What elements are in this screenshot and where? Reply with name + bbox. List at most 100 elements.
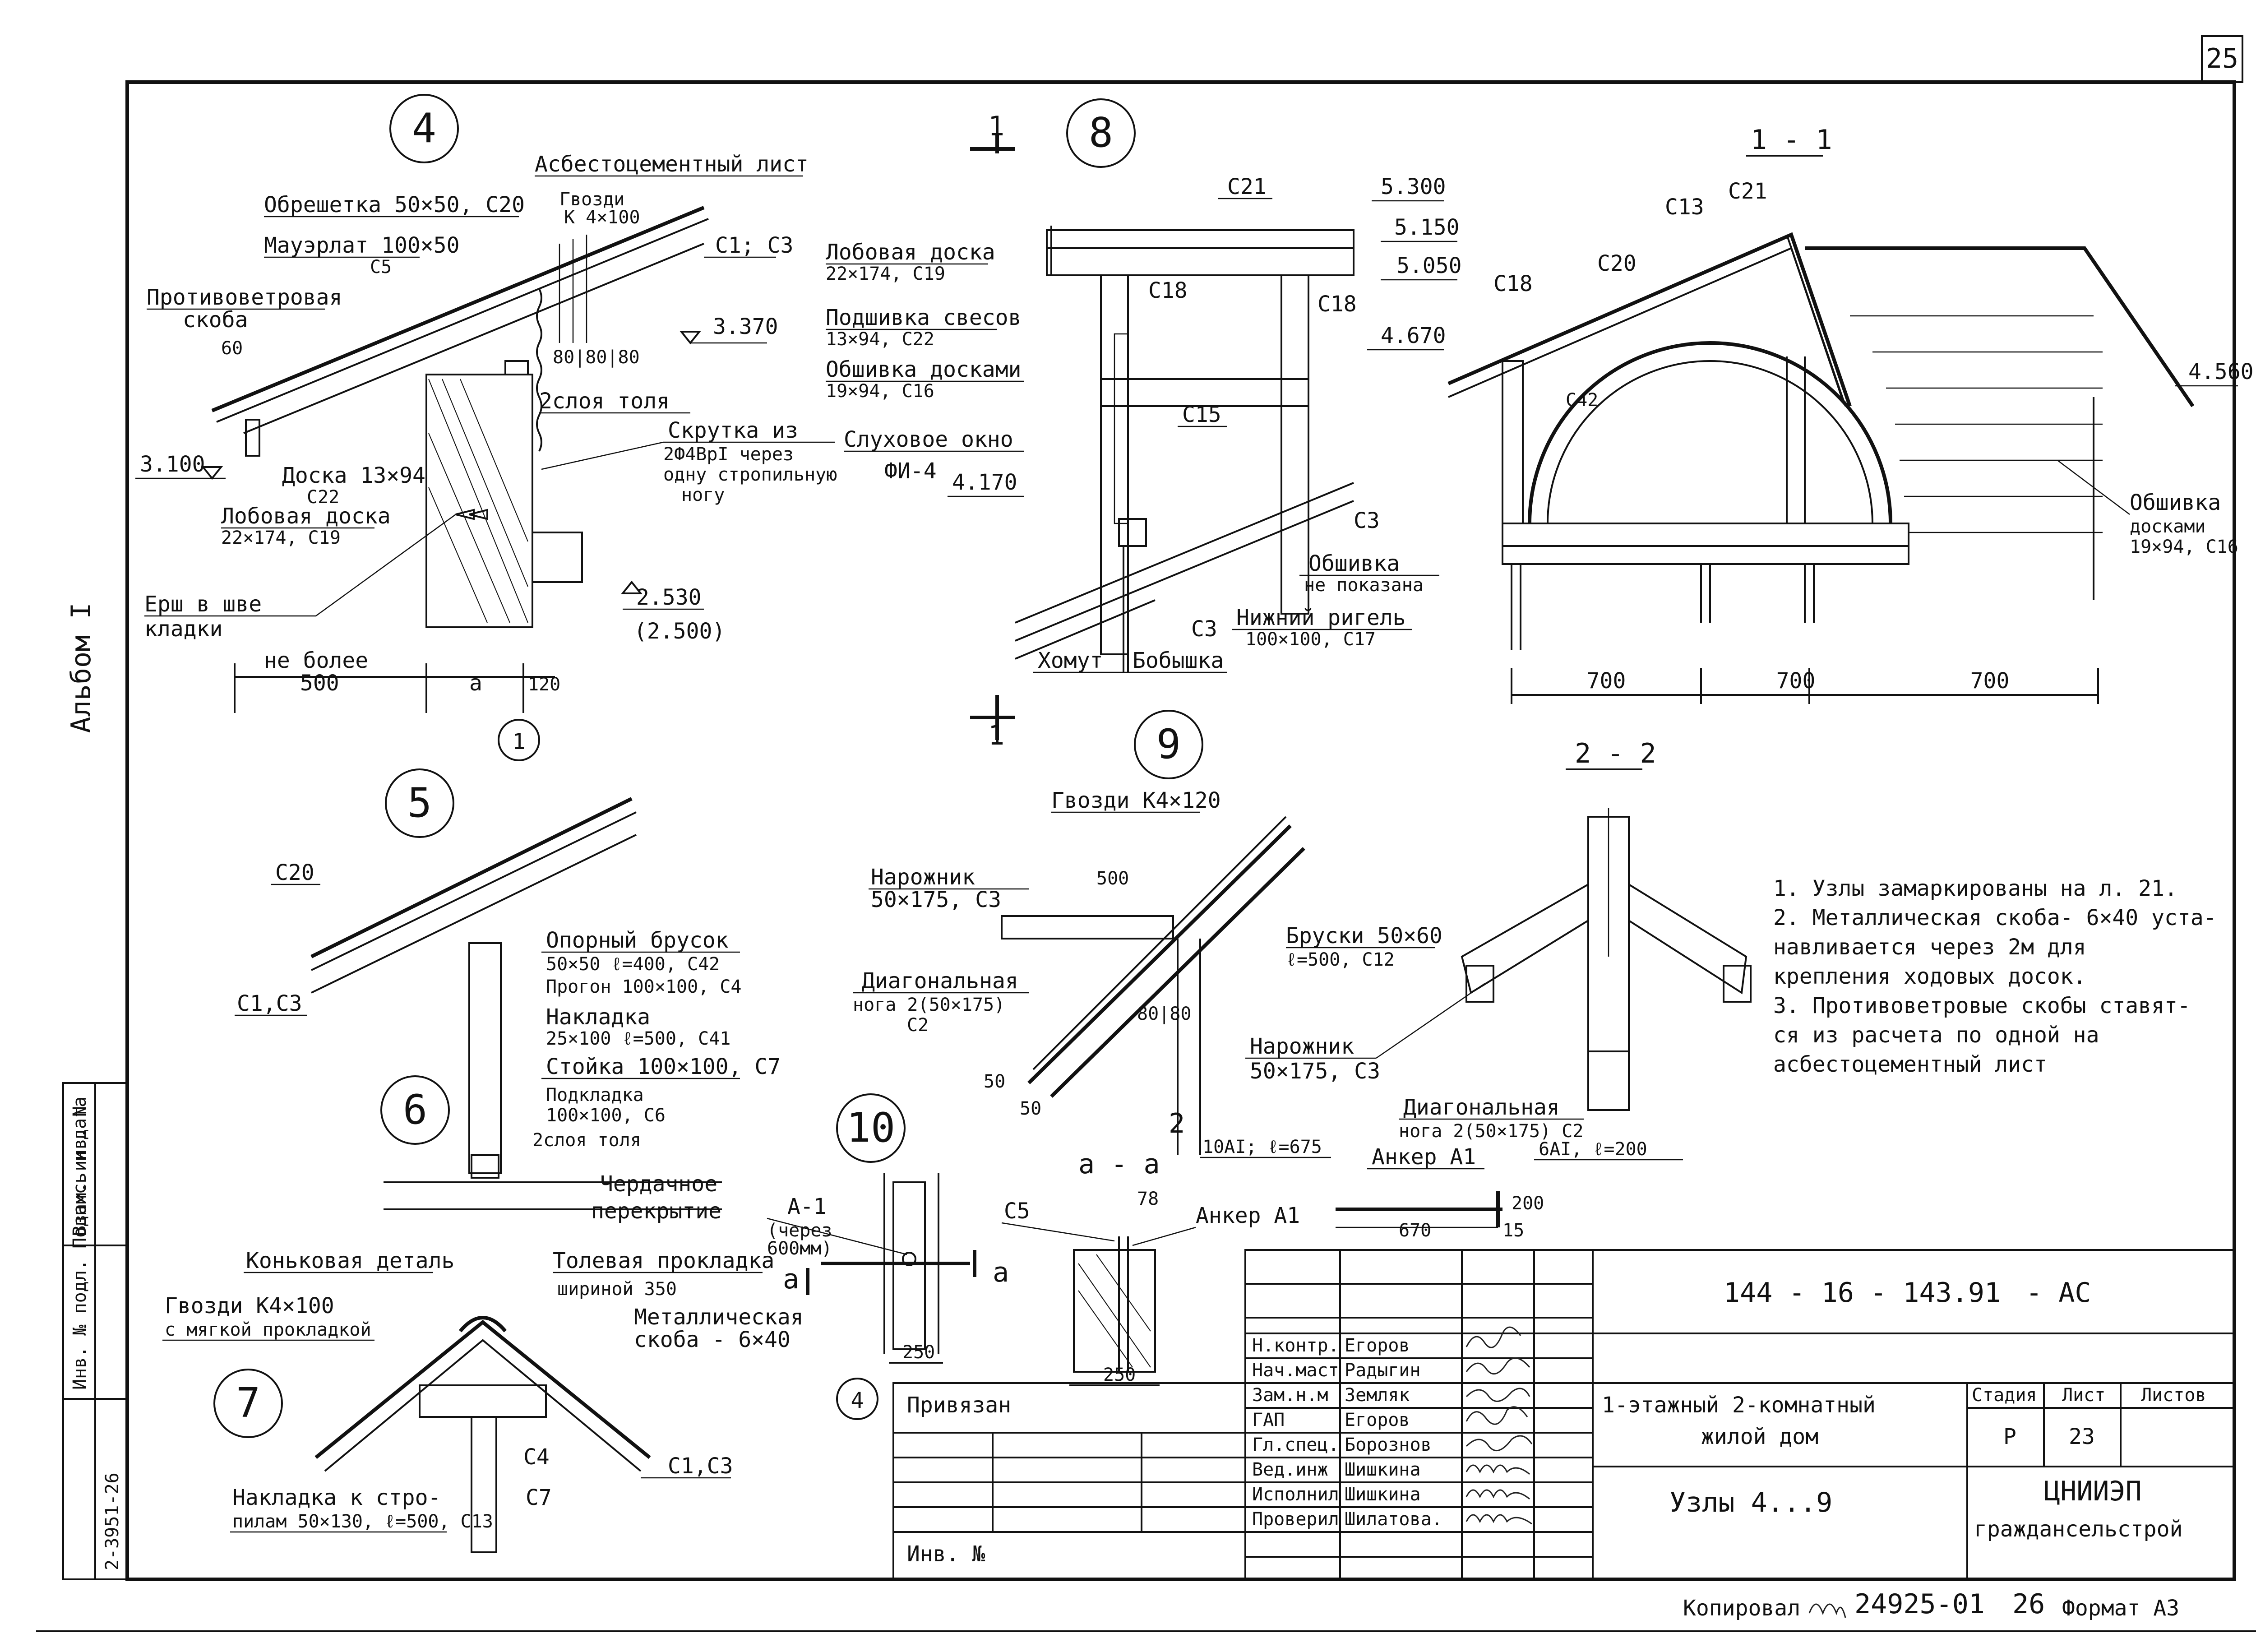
section-1-1-dim-1: 700 <box>1587 668 1626 694</box>
node-4-asbestos-sheet: Асбестоцементный лист <box>535 152 809 177</box>
anchor-title: Анкер А1 <box>1372 1144 1476 1170</box>
node-8-c15: С15 <box>1182 402 1221 427</box>
anchor-a1: Анкер А1 10АI; ℓ=675 6АI, ℓ=200 670 200 … <box>1200 1137 1683 1241</box>
title-block-role-6: Вед.инж <box>1252 1459 1328 1480</box>
node-4-twist-3: одну стропильную <box>663 464 837 485</box>
section-1-1-c13: С13 <box>1665 194 1704 220</box>
anchor-dim-15: 15 <box>1502 1220 1524 1241</box>
node-5-number: 5 <box>407 779 432 827</box>
node-9-number: 9 <box>1156 721 1181 768</box>
title-block-role-8: Проверил <box>1252 1509 1339 1530</box>
title-block-sheet-title: Узлы 4...9 <box>1669 1487 1832 1518</box>
title-block: Привязан Инв. № 144 - 16 - 143.91 - АС 1… <box>892 1249 2235 1580</box>
section-2-2: 2 - 2 Бруски 50×60 ℓ=500, С12 Нарожник 5… <box>1245 738 1752 1142</box>
node-5-c1c3: С1,С3 <box>237 991 302 1016</box>
node-8-elev-4170: 4.170 <box>952 470 1017 495</box>
node-8: 8 1 1 С21 5.300 5.150 5.050 Лобовая доск… <box>826 98 1462 751</box>
node-7-marker <box>213 1369 283 1438</box>
side-stamp-inv-number: 2-3951-26 <box>102 1472 123 1570</box>
title-block-name-3: Земляк <box>1345 1385 1410 1406</box>
node-9-mark-2: 2 <box>1169 1108 1185 1139</box>
node-8-number: 8 <box>1089 109 1113 157</box>
section-2-2-title: 2 - 2 <box>1575 738 1656 769</box>
node-10-a1-note-1: (через <box>767 1220 832 1241</box>
node-5-post: Стойка 100×100, С7 <box>546 1054 781 1079</box>
node-10-number: 10 <box>846 1104 895 1152</box>
node-7-ridge: Коньковая деталь <box>246 1248 454 1273</box>
section-a-a-title: а - а <box>1078 1148 1160 1180</box>
node-8-elev-4670: 4.670 <box>1381 323 1446 348</box>
title-block-project-1: 1-этажный 2-комнатный <box>1602 1393 1876 1418</box>
title-block-project-2: жилой дом <box>1701 1424 1818 1449</box>
sheet-number-box <box>2201 35 2243 83</box>
node-4-nails-size: К 4×100 <box>564 207 640 228</box>
node-4-nails: Гвозди <box>559 189 625 210</box>
node-9-diag-2: нога 2(50×175) <box>853 995 1005 1015</box>
node-4-ruff-1: Ерш в шве <box>144 592 262 617</box>
section-a-a-anchor: Анкер А1 <box>1196 1203 1300 1228</box>
node-8-dormer-1: Слуховое окно <box>844 427 1013 452</box>
node-4-mauerlat: Мауэрлат 100×50 <box>264 233 459 258</box>
title-block-name-8: Шилатова. <box>1345 1509 1442 1530</box>
node-10-mark-a-right: а <box>993 1257 1009 1288</box>
node-9-jack-1: Нарожник <box>871 865 975 890</box>
node-10-mark-a-left: а <box>783 1263 799 1295</box>
node-4-number: 4 <box>412 105 436 152</box>
title-block-role-2: Нач.маст <box>1252 1360 1339 1381</box>
title-block-role-3: Зам.н.м <box>1252 1385 1328 1406</box>
node-8-elev-5300: 5.300 <box>1381 174 1446 199</box>
notes: 1. Узлы замаркированы на л. 21. 2. Метал… <box>1773 876 2217 1077</box>
node-8-marker <box>1066 98 1136 168</box>
node-4-elev-3370: 3.370 <box>713 314 778 339</box>
anchor-plate: 6АI, ℓ=200 <box>1539 1139 1647 1160</box>
node-8-dormer-2: ФИ-4 <box>884 458 937 484</box>
sheet-number: 25 <box>2206 43 2238 74</box>
section-1-1-title: 1 - 1 <box>1751 124 1832 156</box>
node-9: 9 Гвозди К4×120 Нарожник 50×175, С3 500 … <box>853 710 1305 1155</box>
node-8-c18b: С18 <box>1318 292 1357 317</box>
node-4: 4 Асбестоцементный лист Обрешетка 50×50,… <box>135 94 837 761</box>
section-2-2-jack-1: Нарожник <box>1250 1034 1354 1059</box>
node-7-plate-1: Накладка к стро- <box>232 1485 441 1510</box>
section-a-a: а - а С5 78 Анкер А1 250 <box>1001 1148 1300 1386</box>
title-block-name-5: Борознов <box>1345 1435 1432 1455</box>
node-8-sheath-1: Обшивка <box>1308 551 1400 576</box>
section-1-1-dim-2: 700 <box>1776 668 1816 694</box>
title-block-code: 144 - 16 - 143.91 <box>1724 1277 2001 1309</box>
node-10-axis-4: 4 <box>851 1388 864 1413</box>
node-8-cleat: Бобышка <box>1133 648 1224 673</box>
footer: Копировал 24925-01 26 Формат А3 <box>1683 1588 2179 1621</box>
node-7-bracket-2: скоба - 6×40 <box>634 1327 791 1352</box>
node-4-max-1: не более <box>264 648 368 673</box>
title-block-name-2: Радыгин <box>1345 1360 1421 1381</box>
node-5-support-2: 50×50 ℓ=400, С42 <box>546 954 720 975</box>
node-4-dims-80: 80|80|80 <box>553 347 640 368</box>
title-block-role-7: Исполнил <box>1252 1484 1339 1505</box>
node-6-number: 6 <box>403 1086 427 1134</box>
section-a-a-dim-78: 78 <box>1137 1189 1159 1209</box>
node-7: 7 Коньковая деталь Гвозди К4×100 с мягко… <box>162 1248 804 1553</box>
album-label: Альбом I <box>65 603 97 733</box>
node-9-dim-50b: 50 <box>1020 1098 1041 1119</box>
node-10: 10 А-1 (через 600мм) а а 250 4 <box>767 1093 1009 1420</box>
node-8-cladding-1: Обшивка досками <box>826 357 1021 382</box>
node-5-c20: С20 <box>275 860 314 885</box>
title-block-name-6: Шишкина <box>1345 1459 1421 1480</box>
signature-7 <box>1465 1489 1530 1500</box>
footer-signature <box>1808 1603 1846 1618</box>
footer-sheet: 26 <box>2012 1588 2045 1620</box>
node-4-windbrace-2: скоба <box>183 307 248 333</box>
section-2-2-brace-1: Бруски 50×60 <box>1286 923 1442 949</box>
node-7-bracket-1: Металлическая <box>634 1305 804 1330</box>
node-8-elev-5050: 5.050 <box>1396 253 1462 278</box>
node-8-section-mark-bottom: 1 <box>988 720 1004 751</box>
node-5-marker <box>385 768 454 838</box>
title-block-sheet-header: Лист <box>2062 1385 2105 1406</box>
node-4-dim-a: а <box>469 671 482 696</box>
node-7-number: 7 <box>236 1379 260 1427</box>
section-1-1-cladding-1: Обшивка <box>2130 490 2221 515</box>
node-9-dim-50: 50 <box>984 1071 1005 1092</box>
title-block-bound: Привязан <box>907 1393 1011 1418</box>
node-4-twist-4: ногу <box>681 485 725 505</box>
